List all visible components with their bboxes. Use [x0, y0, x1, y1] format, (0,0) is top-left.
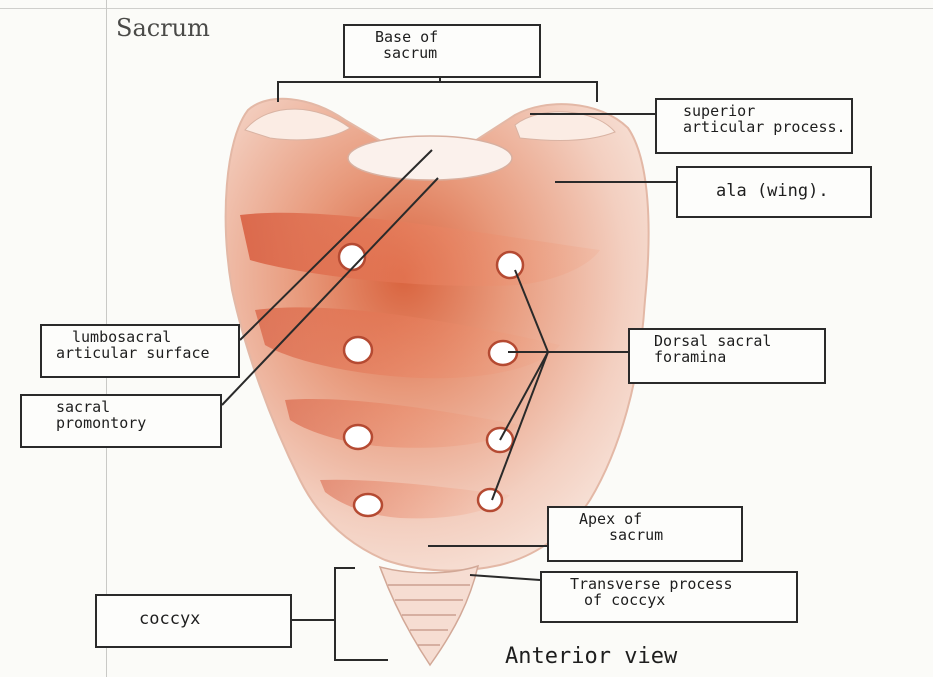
label-promontory-line1: sacral — [30, 399, 212, 415]
label-ala-line1: ala (wing). — [686, 182, 862, 200]
label-coccyx: coccyx — [95, 594, 292, 648]
label-ala: ala (wing). — [676, 166, 872, 218]
leader-transverse — [470, 575, 540, 580]
label-superior-articular: superior articular process. — [655, 98, 853, 154]
label-apex-line2: sacrum — [557, 527, 733, 543]
label-foramina-line1: Dorsal sacral — [638, 333, 816, 349]
label-lumbosacral-line2: articular surface — [50, 345, 230, 361]
label-dorsal-foramina: Dorsal sacral foramina — [628, 328, 826, 384]
label-lumbosacral-line1: lumbosacral — [50, 329, 230, 345]
label-base-line1: Base of — [353, 29, 531, 45]
label-superior-line1: superior — [665, 103, 843, 119]
label-apex-line1: Apex of — [557, 511, 733, 527]
label-transverse-line2: of coccyx — [550, 592, 788, 608]
label-base-line2: sacrum — [353, 45, 531, 61]
label-base-of-sacrum: Base of sacrum — [343, 24, 541, 78]
superior-surface — [348, 136, 512, 180]
label-lumbosacral: lumbosacral articular surface — [40, 324, 240, 378]
foramen-left-2 — [344, 337, 372, 363]
label-transverse-line1: Transverse process — [550, 576, 788, 592]
leader-coccyx-bracket — [335, 568, 388, 660]
label-transverse-process: Transverse process of coccyx — [540, 571, 798, 623]
foramen-right-1 — [497, 252, 523, 278]
label-promontory-line2: promontory — [30, 415, 212, 431]
label-coccyx-line1: coccyx — [105, 610, 282, 628]
label-sacral-promontory: sacral promontory — [20, 394, 222, 448]
leader-base — [278, 82, 597, 102]
foramen-left-4 — [354, 494, 382, 516]
label-superior-line2: articular process. — [665, 119, 843, 135]
view-caption: Anterior view — [505, 644, 677, 669]
foramen-left-1 — [339, 244, 365, 270]
foramen-right-4 — [478, 489, 502, 511]
foramen-left-3 — [344, 425, 372, 449]
label-apex-of-sacrum: Apex of sacrum — [547, 506, 743, 562]
label-foramina-line2: foramina — [638, 349, 816, 365]
